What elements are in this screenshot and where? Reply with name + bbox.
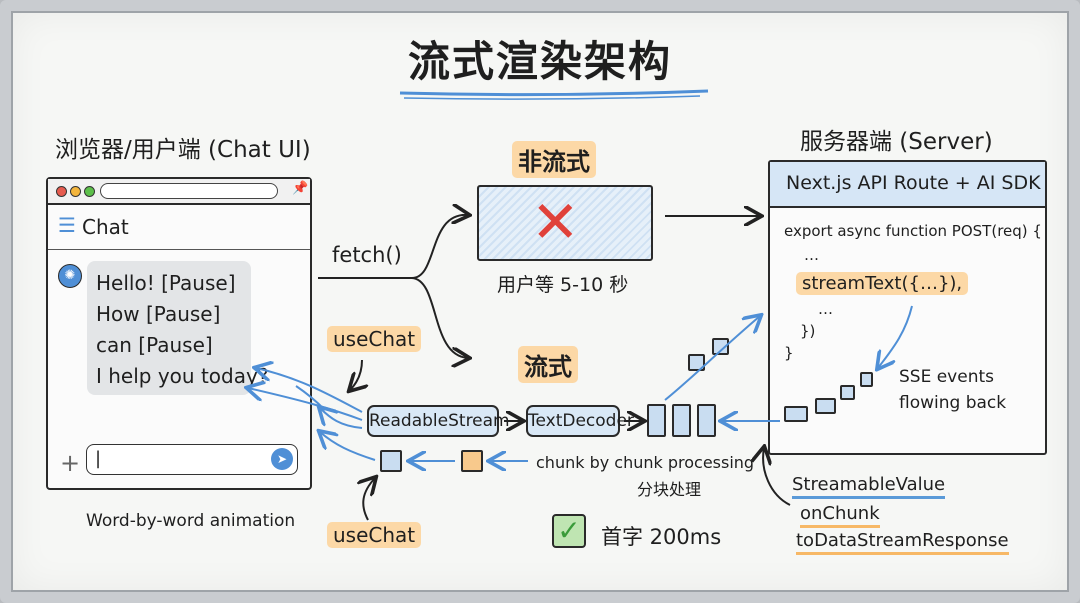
code-line-6: } <box>784 344 794 362</box>
pin-icon[interactable]: 📌 <box>292 181 309 196</box>
chunk-processing-label-cn: 分块处理 <box>637 480 702 499</box>
diagram-title: 流式渲染架构 <box>407 37 672 86</box>
chunk-block <box>697 404 716 437</box>
chunk-token <box>712 338 729 355</box>
message-line-2: How [Pause] <box>96 302 221 326</box>
chunk-token <box>688 354 705 371</box>
animation-caption: Word-by-word animation <box>86 511 296 531</box>
stream-label: 流式 <box>518 346 578 383</box>
code-line-5: }) <box>800 322 816 340</box>
add-icon[interactable]: + <box>60 449 81 477</box>
fetch-label: fetch() <box>332 243 402 267</box>
client-heading: 浏览器/用户端 (Chat UI) <box>55 137 311 163</box>
usechat-bottom-label: useChat <box>327 522 422 548</box>
code-line-4: … <box>818 300 833 318</box>
code-line-stream-text: streamText({…}), <box>796 272 969 295</box>
sse-event-block <box>784 406 808 422</box>
chunks-up-arrow <box>664 316 760 401</box>
assistant-message-bubble <box>87 261 251 395</box>
apis-pointer <box>763 448 791 506</box>
update-arrow <box>256 368 363 413</box>
flowing-back-label: flowing back <box>899 393 1007 413</box>
update-arrow <box>248 388 363 421</box>
sse-event-block <box>840 385 855 400</box>
server-header: Next.js API Route + AI SDK <box>770 162 1045 208</box>
browser-title-bar: 📌 <box>48 179 310 205</box>
api-streamable-value: StreamableValue <box>792 474 946 499</box>
api-on-chunk: onChunk <box>800 503 880 528</box>
blocked-response-box: ✕ <box>477 185 653 261</box>
address-bar[interactable] <box>100 183 278 199</box>
chunk-token <box>461 450 483 472</box>
update-arrow <box>320 432 376 461</box>
menu-icon[interactable]: ☰ <box>58 213 76 237</box>
message-input[interactable]: | ➤ <box>86 444 298 475</box>
sse-event-block <box>815 398 836 414</box>
chunk-block <box>647 404 666 437</box>
server-heading: 服务器端 (Server) <box>800 129 993 155</box>
assistant-avatar-icon: ✺ <box>58 264 82 288</box>
minimize-dot-icon[interactable] <box>70 186 81 197</box>
message-line-1: Hello! [Pause] <box>96 271 236 295</box>
non-stream-branch-arrow <box>411 215 468 279</box>
stream-branch-arrow <box>411 277 468 358</box>
chat-header: ☰ Chat <box>48 203 310 250</box>
checkmark-icon: ✓ <box>552 514 586 548</box>
usechat-top-pointer <box>350 359 362 390</box>
code-line-2: … <box>804 246 819 264</box>
cross-icon: ✕ <box>531 188 580 256</box>
title-underline <box>399 89 709 97</box>
server-box-title: Next.js API Route + AI SDK <box>786 172 1041 194</box>
send-icon[interactable]: ➤ <box>271 448 293 470</box>
message-line-4: I help you today? <box>96 364 269 388</box>
chunk-block <box>672 404 691 437</box>
maximize-dot-icon[interactable] <box>84 186 95 197</box>
update-arrow <box>320 408 363 429</box>
server-box: Next.js API Route + AI SDK <box>768 160 1047 455</box>
chat-title: Chat <box>82 215 129 239</box>
stream-text-to-sse-arrow <box>878 305 913 368</box>
chunk-processing-label: chunk by chunk processing <box>536 453 755 472</box>
usechat-top-label: useChat <box>327 326 422 352</box>
chunk-token <box>380 450 402 472</box>
usechat-bottom-pointer <box>363 478 375 521</box>
sse-events-label: SSE events <box>899 367 995 387</box>
message-line-3: can [Pause] <box>96 333 213 357</box>
code-line-1: export async function POST(req) { <box>784 222 1042 240</box>
api-to-data-stream-response: toDataStreamResponse <box>796 530 1009 555</box>
sse-event-block <box>860 372 873 387</box>
non-stream-label: 非流式 <box>512 141 596 178</box>
first-token-latency: 首字 200ms <box>601 525 722 549</box>
text-decoder-node: TextDecoder <box>526 405 634 437</box>
wait-time-label: 用户等 5-10 秒 <box>497 274 629 296</box>
text-cursor: | <box>95 448 102 469</box>
readable-stream-node: ReadableStream <box>367 405 510 437</box>
close-dot-icon[interactable] <box>56 186 67 197</box>
